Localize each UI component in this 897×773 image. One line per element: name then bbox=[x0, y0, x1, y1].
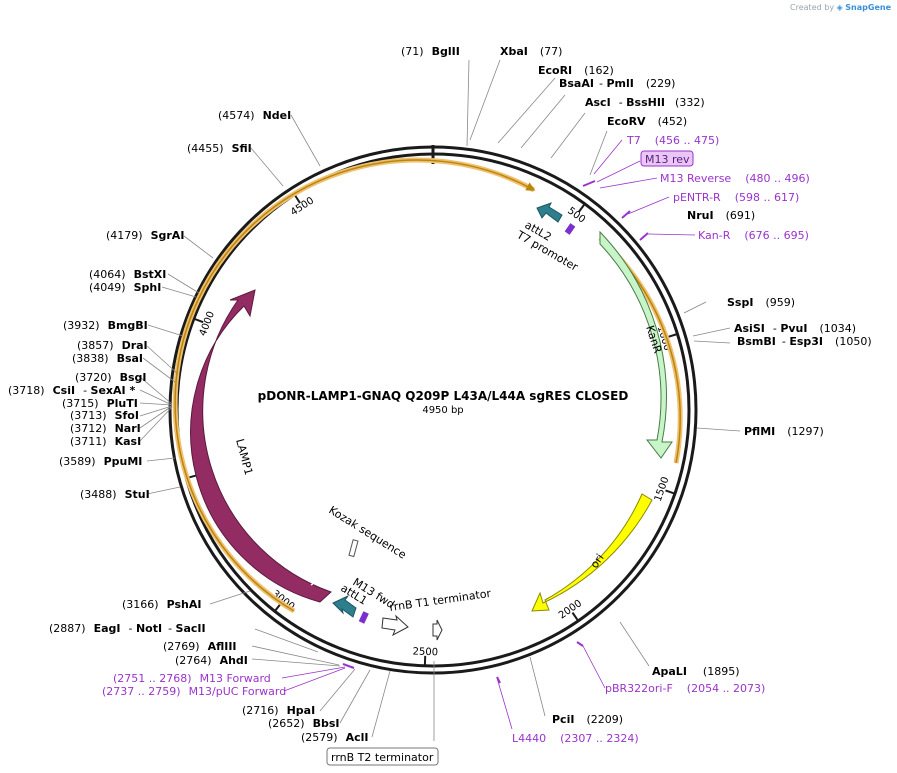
site-ecorv[interactable]: EcoRV(452) bbox=[607, 115, 687, 128]
m13-rev-box[interactable] bbox=[640, 150, 694, 167]
tick-label: 4500 bbox=[289, 195, 316, 218]
site-bsai[interactable]: (3838)BsaI bbox=[72, 352, 143, 365]
highlight-arc-right bbox=[598, 236, 683, 464]
site-pluti[interactable]: (3715)PluTI bbox=[62, 397, 138, 410]
site-bsmbi-esp3i[interactable]: BsmBI- Esp3I(1050) bbox=[737, 335, 872, 348]
site-hpai[interactable]: (2716)HpaI bbox=[242, 704, 315, 717]
plasmid-title: pDONR-LAMP1-GNAQ Q209P L43A/L44A sgRES C… bbox=[258, 389, 629, 403]
credit-prefix: Created by bbox=[790, 3, 835, 12]
ori-feature[interactable] bbox=[531, 493, 653, 612]
tick-mark bbox=[665, 489, 676, 495]
site-bsaai-pmli[interactable]: BsaAI- PmlI(229) bbox=[559, 77, 675, 90]
site-sfii[interactable]: (4455)SfiI bbox=[187, 142, 252, 155]
site-bmgbi[interactable]: (3932)BmgBI bbox=[63, 319, 148, 332]
label-rrnb-t2: rrnB T2 terminator bbox=[331, 751, 434, 764]
tick-mark bbox=[578, 203, 586, 213]
tick-mark bbox=[193, 317, 204, 324]
credit-brand: SnapGene bbox=[845, 3, 891, 12]
label-lamp1: LAMP1 bbox=[233, 437, 255, 476]
label-rrnb-t1: rrnB T1 terminator bbox=[389, 587, 493, 614]
site-nrui[interactable]: NruI(691) bbox=[687, 209, 755, 222]
primer-m13-rev[interactable]: M13 rev bbox=[645, 153, 690, 166]
attl1-feature[interactable] bbox=[332, 595, 357, 618]
site-drai[interactable]: (3857)DraI bbox=[77, 339, 148, 352]
primer-pbr322ori-f[interactable]: pBR322ori-F(2054 .. 2073) bbox=[605, 682, 765, 695]
primer-mark-l4440 bbox=[496, 676, 501, 684]
tick-mark bbox=[667, 333, 678, 338]
site-pshai[interactable]: (3166)PshAI bbox=[122, 598, 201, 611]
snapgene-logo: ◈ bbox=[836, 3, 843, 12]
plasmid-size: 4950 bp bbox=[422, 405, 463, 416]
site-kasi[interactable]: (3711)KasI bbox=[70, 435, 141, 448]
leader-lines bbox=[139, 59, 741, 741]
site-xbai[interactable]: XbaI(77) bbox=[500, 45, 562, 58]
primer-kan-r[interactable]: Kan-R(676 .. 695) bbox=[698, 229, 809, 242]
rrnb-t2-box[interactable] bbox=[326, 747, 439, 766]
site-ahdi[interactable]: (2764)AhdI bbox=[175, 654, 248, 667]
tick-label: 4000 bbox=[198, 310, 217, 338]
primer-m13-reverse[interactable]: M13 Reverse(480 .. 496) bbox=[660, 172, 810, 185]
highlight-arc-left-line bbox=[174, 299, 295, 612]
site-afliii[interactable]: (2769)AflIII bbox=[163, 640, 237, 653]
tick-mark bbox=[571, 612, 579, 622]
tick-label: 2500 bbox=[412, 646, 438, 658]
tick-label: 1500 bbox=[653, 475, 672, 503]
primer-mark-pentr bbox=[621, 210, 631, 219]
primer-m13-forward[interactable]: (2751 .. 2768)M13 Forward bbox=[113, 672, 271, 685]
primer-mark-kan bbox=[639, 232, 649, 241]
site-bbsi[interactable]: (2652)BbsI bbox=[268, 717, 339, 730]
site-bglii[interactable]: (71)BglII bbox=[401, 45, 460, 58]
rrnb-t1-arrow[interactable] bbox=[381, 614, 409, 637]
site-eagi-noti-sacii[interactable]: (2887)EagI- NotI- SacII bbox=[49, 622, 206, 635]
primer-mark-t7 bbox=[582, 180, 596, 187]
site-apali[interactable]: ApaLI(1895) bbox=[652, 665, 740, 678]
site-ndei[interactable]: (4574)NdeI bbox=[218, 109, 291, 122]
site-sgrai[interactable]: (4179)SgrAI bbox=[106, 229, 184, 242]
site-sspi[interactable]: SspI(959) bbox=[727, 296, 795, 309]
primer-l4440[interactable]: L4440(2307 .. 2324) bbox=[512, 732, 639, 745]
site-pflmi[interactable]: PflMI(1297) bbox=[744, 425, 824, 438]
site-nari[interactable]: (3712)NarI bbox=[70, 422, 141, 435]
primer-t7[interactable]: T7(456 .. 475) bbox=[626, 134, 719, 147]
snapgene-credit: Created by ◈ SnapGene bbox=[790, 3, 891, 12]
site-ecori[interactable]: EcoRI(162) bbox=[538, 64, 614, 77]
site-pcii[interactable]: PciI(2209) bbox=[552, 713, 623, 726]
primer-mark-pbr bbox=[576, 641, 584, 647]
rrnb-t2-arrow[interactable] bbox=[432, 619, 443, 641]
site-ppumi[interactable]: (3589)PpuMI bbox=[59, 455, 142, 468]
site-sfoi[interactable]: (3713)SfoI bbox=[70, 409, 139, 422]
tick-label: 500 bbox=[565, 205, 587, 225]
site-bsgi[interactable]: (3720)BsgI bbox=[75, 371, 146, 384]
label-kozak: Kozak sequence bbox=[326, 504, 408, 562]
primer-mark-m13 bbox=[342, 663, 355, 669]
site-sphi[interactable]: (4049)SphI bbox=[89, 281, 161, 294]
highlight-arc-top bbox=[195, 157, 536, 302]
highlight-arc-top-line bbox=[197, 159, 536, 301]
site-asisi-pvui[interactable]: AsiSI- PvuI(1034) bbox=[734, 322, 856, 335]
site-bstxi[interactable]: (4064)BstXI bbox=[89, 268, 166, 281]
tick-mark bbox=[293, 194, 301, 204]
kozak-mark bbox=[348, 539, 359, 558]
kanr-feature[interactable] bbox=[599, 230, 673, 459]
lamp1-junction bbox=[310, 580, 319, 586]
primer-leaders bbox=[281, 139, 696, 730]
primer-m13-puc-forward[interactable]: (2737 .. 2759)M13/pUC Forward bbox=[102, 685, 286, 698]
site-stui[interactable]: (3488)StuI bbox=[80, 488, 150, 501]
site-acli[interactable]: (2579)AclI bbox=[301, 731, 368, 744]
lamp1-feature[interactable] bbox=[190, 289, 332, 603]
site-csii-sexai[interactable]: (3718)CsiI- SexAI * bbox=[8, 384, 135, 397]
m13fwd-primer-mark[interactable] bbox=[358, 611, 369, 624]
attl2-feature[interactable] bbox=[536, 202, 563, 223]
primer-pentr-r[interactable]: pENTR-R(598 .. 617) bbox=[673, 191, 799, 204]
site-asci-bsshii[interactable]: AscI- BssHII(332) bbox=[585, 96, 705, 109]
t7-primer-mark[interactable] bbox=[564, 223, 576, 235]
